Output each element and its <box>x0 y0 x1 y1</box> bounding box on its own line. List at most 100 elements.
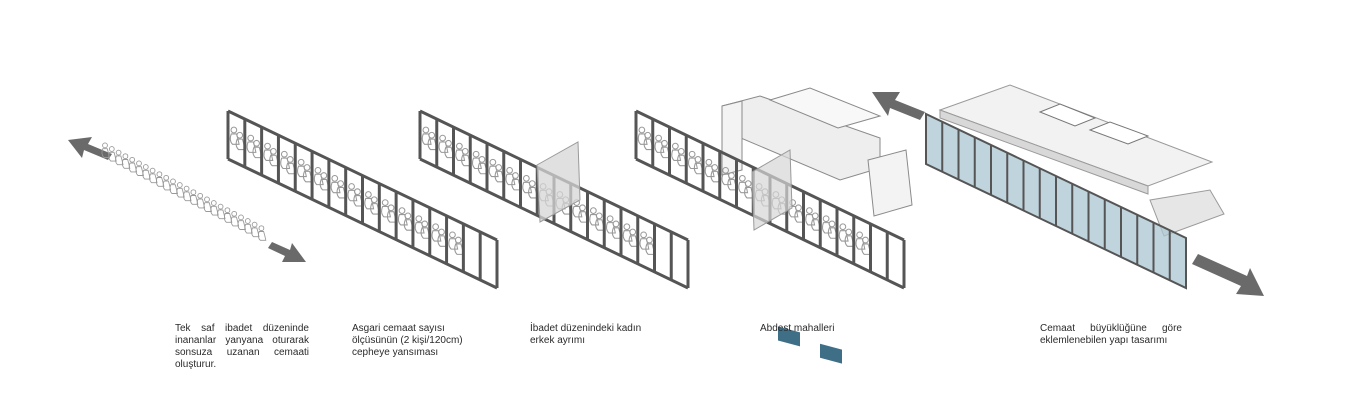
worshipper-body <box>169 184 178 194</box>
arrow-left-icon <box>68 137 112 160</box>
worshipper-head <box>297 158 305 166</box>
worshipper <box>135 160 144 176</box>
ablution-wall-left <box>721 100 743 176</box>
worshipper-head <box>722 166 729 174</box>
caption-gender-separation: İbadet düzenindeki kadın erkek ayrımı <box>530 323 680 347</box>
worshipper <box>471 150 482 170</box>
worshipper <box>671 142 682 161</box>
arrow-right-icon <box>268 242 306 262</box>
worshipper-head <box>522 175 530 182</box>
worshipper <box>237 214 246 230</box>
worshipper-head <box>661 139 668 147</box>
panel-ablution-illustration <box>634 87 913 364</box>
worshipper <box>296 158 307 178</box>
worshipper-head <box>197 192 204 199</box>
worshipper-body <box>189 195 199 205</box>
worshipper-head <box>404 212 412 220</box>
worshipper-head <box>251 221 258 228</box>
worshipper <box>738 175 749 194</box>
worshipper <box>381 199 392 218</box>
worshipper <box>522 175 533 194</box>
worshipper <box>169 178 178 194</box>
worshipper-head <box>606 215 614 223</box>
worshipper <box>203 196 212 212</box>
worshipper-body <box>108 151 117 162</box>
worshipper-body <box>162 180 172 191</box>
arrow-back-left-icon <box>872 92 925 120</box>
worshipper-head <box>247 134 255 142</box>
worshipper-head <box>795 204 802 212</box>
worshipper <box>505 166 516 186</box>
worshipper-head <box>331 175 339 182</box>
worshipper-head <box>449 231 456 239</box>
worshipper-body <box>101 148 110 158</box>
worshipper <box>313 166 324 186</box>
worshipper-head <box>370 196 378 204</box>
worshipper <box>149 167 158 184</box>
worshipper-body <box>230 216 240 227</box>
worshipper-head <box>455 142 463 150</box>
skylight-2 <box>1088 121 1150 145</box>
worshipper-head <box>314 166 322 174</box>
worshipper-head <box>230 126 238 134</box>
worshipper-body <box>149 173 158 184</box>
ablution-wall-right <box>867 149 913 217</box>
worshipper <box>455 142 466 161</box>
worshipper-body <box>257 231 267 241</box>
worshipper-body <box>237 220 246 230</box>
worshipper-head <box>381 199 389 206</box>
caption-expandable-building: Cemaat büyüklüğüne göre eklemlenebilen y… <box>1040 323 1182 347</box>
worshipper-body <box>203 202 212 212</box>
worshipper-body <box>251 227 260 238</box>
worshipper-body <box>115 155 124 166</box>
worshipper-row <box>101 142 267 241</box>
worshipper <box>639 231 650 250</box>
worshipper-body <box>176 187 185 198</box>
worshipper-head <box>415 215 423 223</box>
worshipper-head <box>728 172 735 179</box>
worshipper-body <box>183 191 192 202</box>
worshipper-head <box>744 180 752 187</box>
worshipper-head <box>217 203 224 210</box>
worshipper <box>330 175 341 194</box>
worshipper-head <box>845 228 853 236</box>
worshipper <box>589 207 600 226</box>
worshipper-head <box>129 156 136 163</box>
worshipper-head <box>711 164 719 171</box>
worshipper-head <box>579 204 586 212</box>
worshipper-head <box>428 131 436 139</box>
worshipper-head <box>461 147 469 155</box>
worshipper <box>128 156 138 173</box>
worshipper <box>448 231 459 250</box>
worshipper <box>115 149 124 166</box>
worshipper-body <box>196 198 206 209</box>
caption-line: Tek saf ibadet düzeninde <box>175 323 309 334</box>
worshipper <box>257 225 267 241</box>
caption-line: sonsuza uzanan cemaati <box>175 347 309 358</box>
caption-line: erkek ayrımı <box>530 335 586 346</box>
worshipper <box>654 134 665 153</box>
skylight-1 <box>1038 103 1097 127</box>
frame-3 <box>418 109 690 290</box>
worshipper-head <box>270 147 277 155</box>
worshipper-head <box>354 188 361 196</box>
worshipper <box>622 223 633 242</box>
worshipper-head <box>115 149 122 156</box>
caption-line: Cemaat büyüklüğüne göre <box>1040 323 1182 334</box>
worshipper-head <box>210 200 217 206</box>
worshipper-head <box>623 223 631 231</box>
worshipper-head <box>612 220 620 228</box>
worshipper <box>704 158 715 178</box>
caption-line: inananlar yanyana oturarak <box>175 335 309 346</box>
arrow-front-right-icon <box>1192 254 1264 296</box>
worshipper-head <box>822 215 830 223</box>
worshipper <box>244 218 253 234</box>
worshipper-body <box>217 209 226 220</box>
worshipper <box>108 146 117 162</box>
worshipper-head <box>204 196 210 203</box>
worshipper-head <box>677 147 685 155</box>
worshipper-head <box>671 142 679 150</box>
worshipper-head <box>856 231 863 239</box>
worshipper-head <box>439 134 446 142</box>
worshipper-head <box>705 158 713 166</box>
